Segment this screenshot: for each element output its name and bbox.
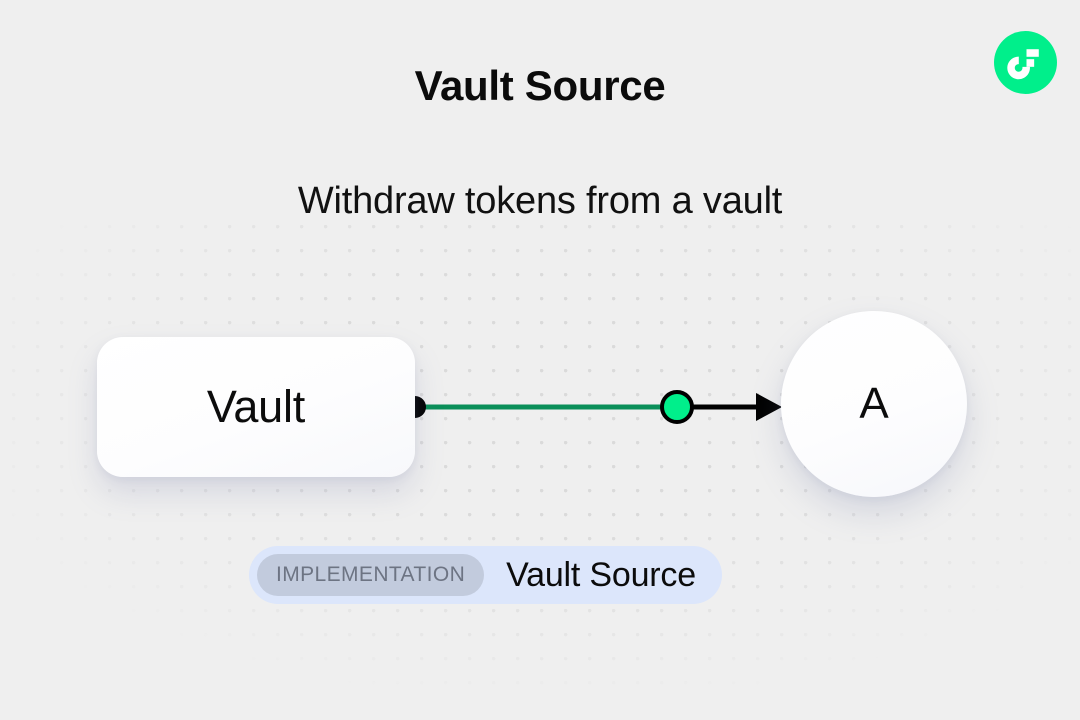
page-title: Vault Source xyxy=(414,62,666,109)
node-a[interactable]: A xyxy=(781,311,967,497)
implementation-badge[interactable]: IMPLEMENTATION Vault Source xyxy=(249,546,722,604)
node-vault[interactable]: Vault xyxy=(97,337,415,477)
implementation-tag: IMPLEMENTATION xyxy=(257,554,485,596)
flow-logo-icon[interactable] xyxy=(994,31,1057,94)
node-a-label: A xyxy=(859,379,889,428)
node-vault-label: Vault xyxy=(206,381,306,432)
implementation-name: Vault Source xyxy=(506,555,696,594)
page-subtitle: Withdraw tokens from a vault xyxy=(297,180,783,222)
